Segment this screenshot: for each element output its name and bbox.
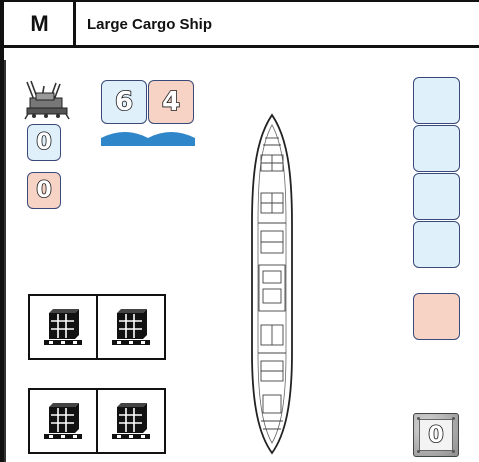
attack-value: 4 [161, 86, 181, 118]
cargo-slot-2 [96, 294, 166, 360]
slot-box-2 [413, 125, 460, 172]
anti-air-value: 0 [36, 177, 53, 204]
pallet-crate-icon [44, 403, 82, 439]
cargo-slot-3 [28, 388, 98, 454]
cargo-slot-1 [28, 294, 98, 360]
frame-left [0, 0, 4, 462]
left-divider [4, 60, 6, 462]
anti-ground-value-box: 0 [27, 124, 61, 161]
attack-box: 4 [148, 80, 194, 124]
card-title: Large Cargo Ship [87, 15, 213, 33]
armor-value: 0 [428, 422, 445, 449]
header-bottom-rule [0, 45, 479, 48]
header-divider [73, 0, 76, 48]
frame-top [0, 0, 479, 2]
slot-box-5 [413, 293, 460, 340]
slot-box-4 [413, 221, 460, 268]
pallet-crate-icon [112, 309, 150, 345]
armor-plate: 0 [413, 413, 459, 457]
defense-box: 6 [101, 80, 147, 124]
cargo-slot-4 [96, 388, 166, 454]
water-wave-icon [101, 132, 195, 146]
armor-plate-face: 0 [419, 419, 453, 451]
slot-box-1 [413, 77, 460, 124]
anti-ground-value: 0 [36, 129, 53, 156]
pallet-crate-icon [44, 309, 82, 345]
ship-top-view-icon [251, 113, 293, 455]
size-code: M [30, 11, 49, 36]
anti-aircraft-gun-icon [24, 80, 70, 120]
slot-box-3 [413, 173, 460, 220]
pallet-crate-icon [112, 403, 150, 439]
defense-value: 6 [114, 86, 134, 118]
anti-air-value-box: 0 [27, 172, 61, 209]
